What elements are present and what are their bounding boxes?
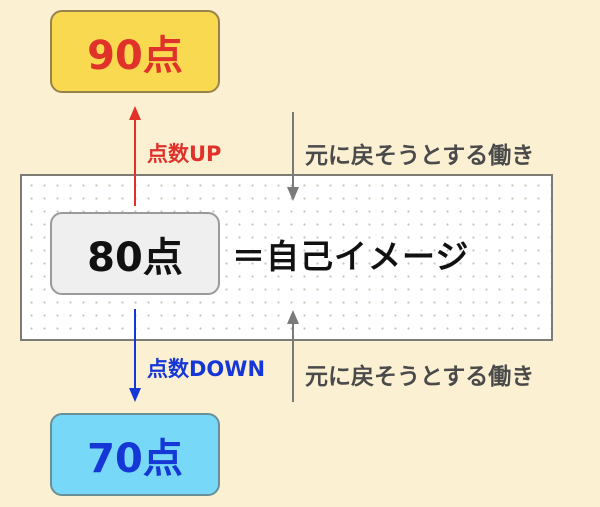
return-force-label-bottom: 元に戻そうとする働き <box>305 364 535 390</box>
score-90-label: 90点 <box>87 32 183 79</box>
score-80-label: 80点 <box>87 234 183 281</box>
self-image-label: ＝自己イメージ <box>232 237 470 276</box>
score-70-label: 70点 <box>87 435 183 482</box>
score-box-70: 70点 <box>50 413 220 496</box>
score-box-80: 80点 <box>50 212 220 295</box>
score-up-label: 点数UP <box>147 142 222 166</box>
score-box-90: 90点 <box>50 10 220 93</box>
return-force-label-top: 元に戻そうとする働き <box>305 143 535 169</box>
comfort-zone-area <box>20 174 553 341</box>
score-down-label: 点数DOWN <box>147 357 266 381</box>
